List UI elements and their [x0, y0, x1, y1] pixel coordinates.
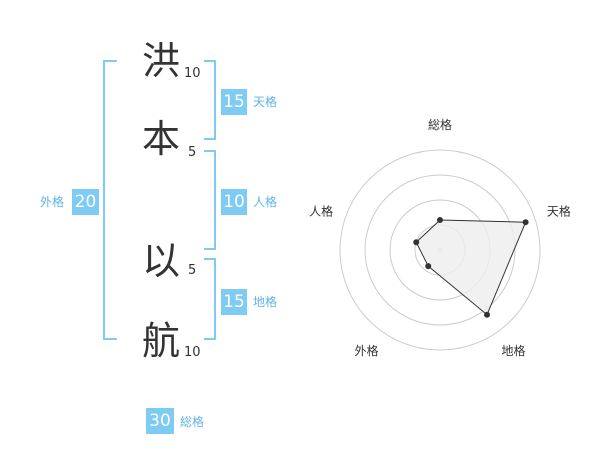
radar-axis-label-0: 総格 [428, 117, 452, 132]
tenkaku-bracket [204, 60, 216, 140]
soukaku-value-badge: 30 [146, 408, 174, 434]
radar-point-1 [522, 219, 529, 226]
chikaku-label: 地格 [253, 295, 278, 309]
radar-point-2 [484, 311, 491, 318]
jinkaku-value-badge: 10 [221, 189, 247, 215]
stroke-count-2: 5 [188, 145, 197, 160]
radar-ring-3 [364, 174, 516, 326]
tenkaku-label: 天格 [253, 95, 278, 109]
stroke-count-1: 10 [184, 66, 201, 81]
radar-point-4 [413, 239, 420, 246]
chikaku-bracket [204, 258, 216, 340]
radar-axis-label-4: 人格 [309, 203, 333, 218]
radar-points [413, 217, 529, 318]
jinkaku-label: 人格 [253, 195, 278, 209]
tenkaku-value-badge: 15 [221, 89, 247, 115]
radar-axis-label-3: 外格 [355, 343, 379, 358]
stroke-count-4: 10 [184, 345, 201, 360]
name-char-4: 航 [142, 319, 181, 363]
gaikaku-label: 外格 [40, 195, 65, 209]
gaikaku-bracket [103, 60, 117, 340]
radar-shape [415, 219, 527, 316]
radar-polygon [415, 219, 527, 316]
radar-axis-label-2: 地格 [501, 343, 525, 358]
name-char-3: 以 [142, 239, 181, 283]
radar-point-0 [437, 217, 443, 223]
name-char-2: 本 [142, 117, 181, 161]
gaikaku-value-badge: 20 [72, 189, 99, 215]
chikaku-value-badge: 15 [221, 289, 247, 315]
radar-ring-4 [339, 149, 541, 351]
radar-point-3 [425, 263, 432, 270]
name-char-1: 洪 [142, 39, 181, 83]
radar-axis-label-1: 天格 [547, 203, 571, 218]
soukaku-label: 総格 [180, 415, 205, 429]
stroke-count-3: 5 [188, 263, 197, 278]
jinkaku-bracket [204, 150, 216, 250]
